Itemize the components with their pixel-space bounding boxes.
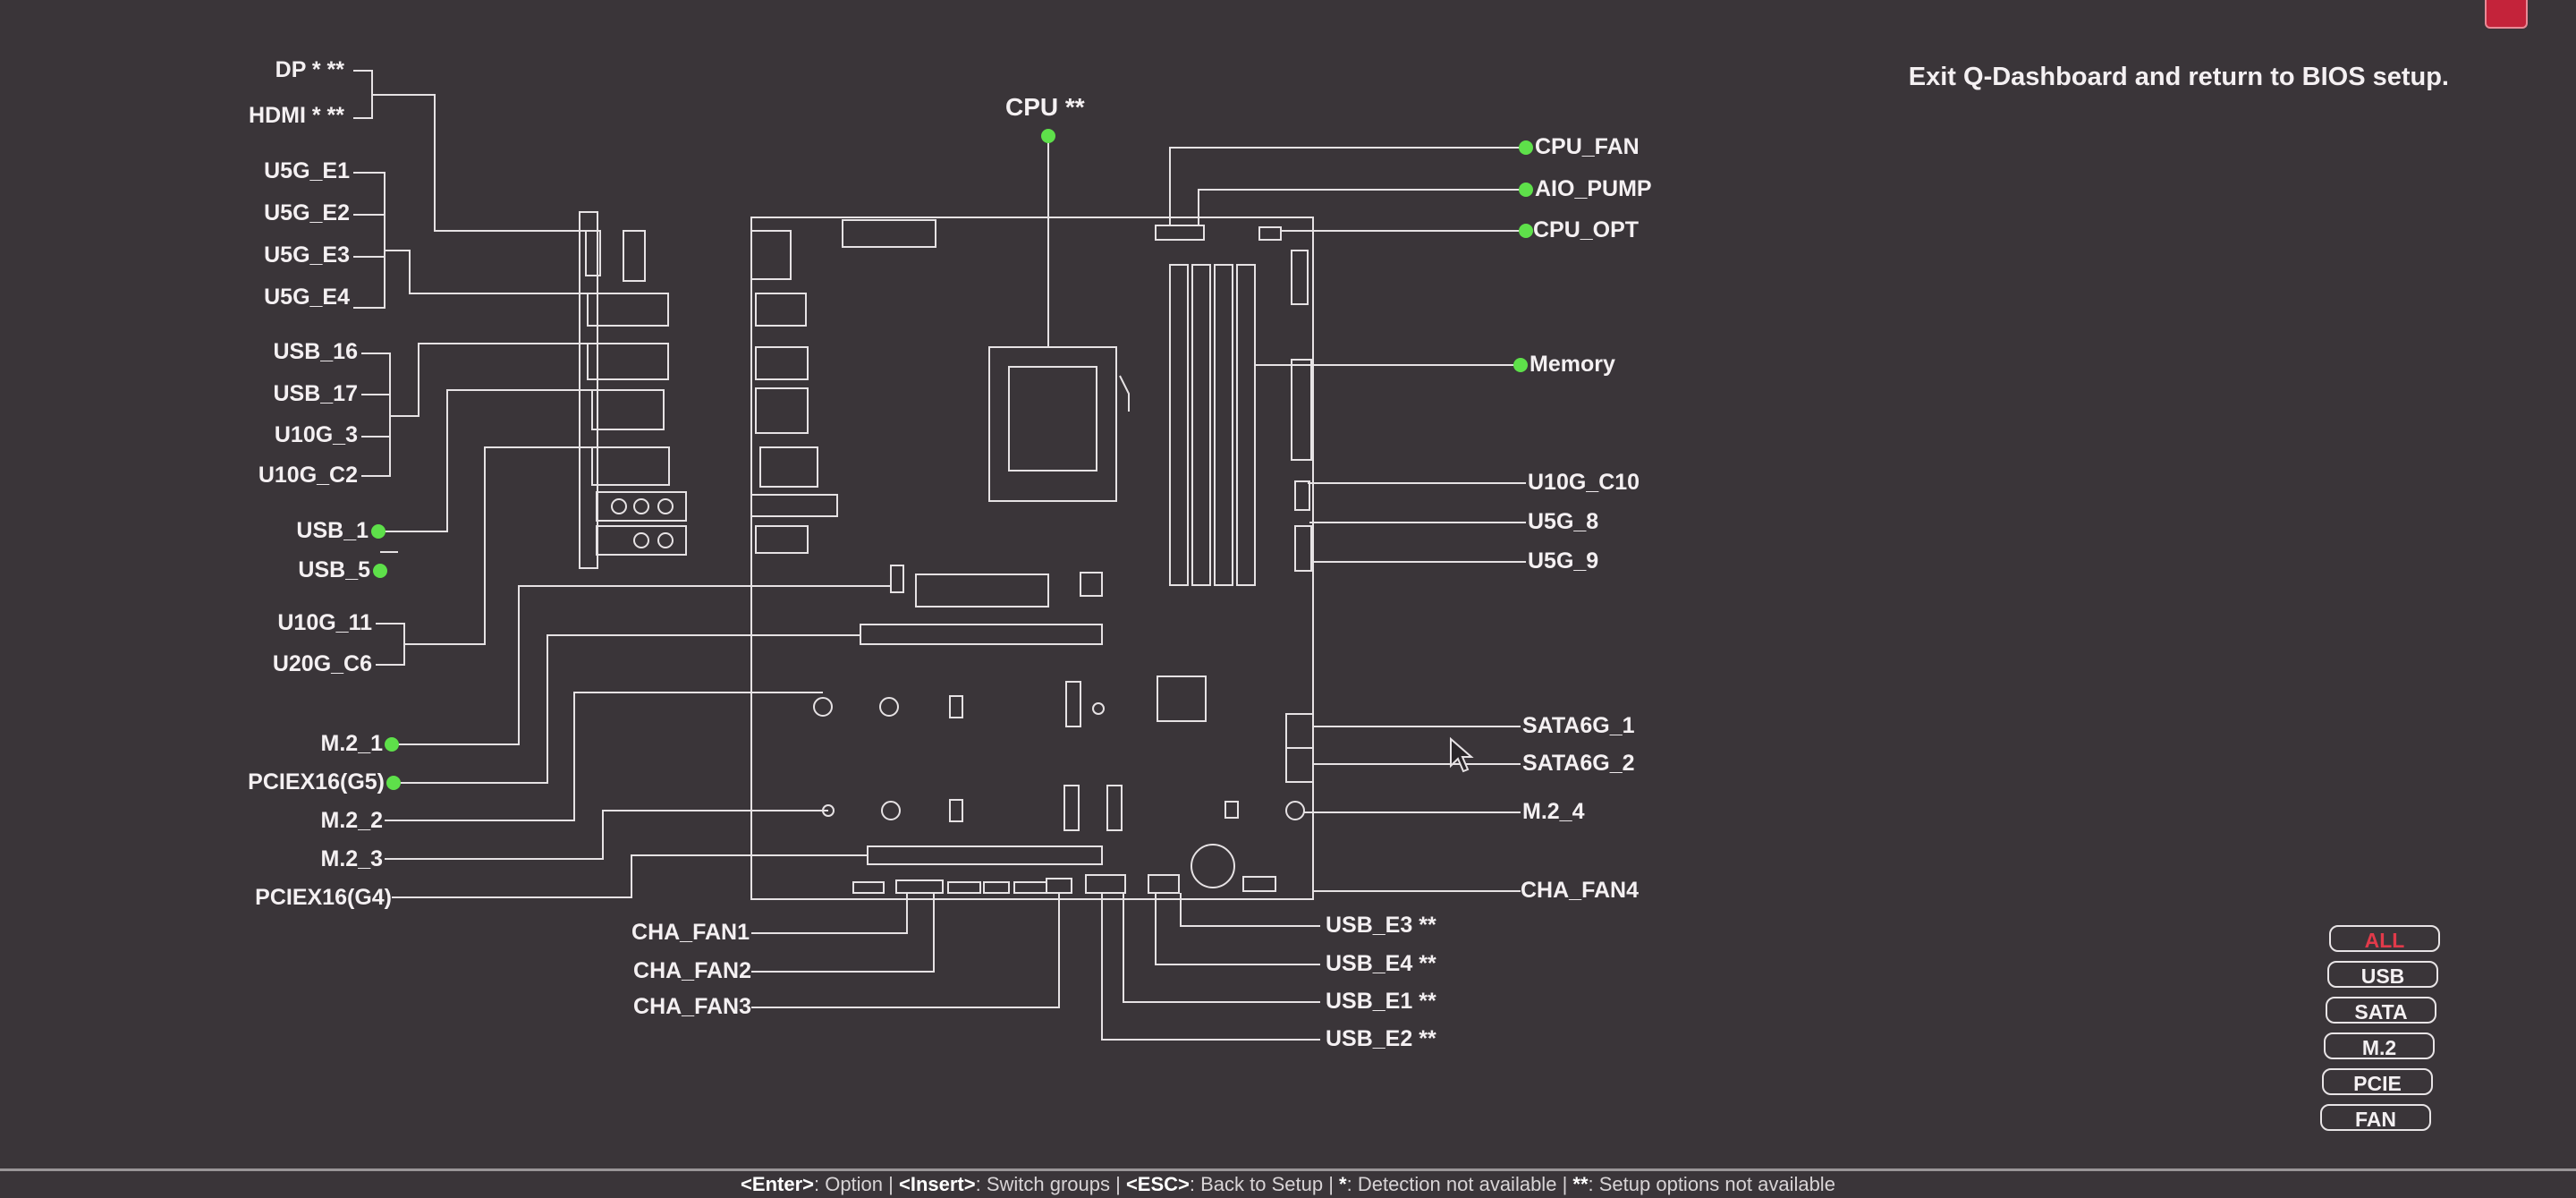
m2-1-status-dot [385, 737, 399, 752]
label-cpu-fan[interactable]: CPU_FAN [1535, 134, 1640, 159]
label-u5g-e4[interactable]: U5G_E4 [264, 285, 350, 310]
label-u5g-e1[interactable]: U5G_E1 [264, 158, 350, 183]
dimm-slot-b2 [1237, 265, 1255, 585]
aio-pump-status-dot [1519, 183, 1533, 197]
filter-sata-button[interactable]: SATA [2326, 997, 2436, 1024]
memory-status-dot [1513, 358, 1528, 372]
label-cha-fan3[interactable]: CHA_FAN3 [633, 994, 751, 1019]
label-aio-pump[interactable]: AIO_PUMP [1535, 176, 1652, 201]
dimm-slot-a2 [1192, 265, 1210, 585]
cpu-socket [989, 347, 1116, 501]
label-m2-1[interactable]: M.2_1 [320, 731, 383, 756]
label-sata6g-2[interactable]: SATA6G_2 [1522, 751, 1635, 776]
label-dp[interactable]: DP * ** [275, 57, 344, 82]
chipset [1157, 676, 1206, 721]
pciex16-g5-status-dot [386, 776, 401, 790]
label-usb-e4[interactable]: USB_E4 ** [1326, 951, 1436, 976]
label-u10g-3[interactable]: U10G_3 [274, 422, 358, 447]
label-u5g-e3[interactable]: U5G_E3 [264, 242, 350, 268]
key-insert: <Insert> [898, 1173, 976, 1195]
label-u5g-8[interactable]: U5G_8 [1528, 509, 1599, 534]
pciex16-g5-slot [860, 624, 1102, 644]
key-double-asterisk: ** [1572, 1173, 1589, 1195]
pciex16-g4-slot [868, 846, 1102, 864]
label-pciex16-g4[interactable]: PCIEX16(G4) [255, 885, 392, 910]
label-usb-16[interactable]: USB_16 [273, 339, 359, 364]
cmos-battery [1191, 845, 1234, 888]
label-memory[interactable]: Memory [1530, 352, 1615, 377]
label-usb-e3[interactable]: USB_E3 ** [1326, 913, 1436, 938]
label-usb-1[interactable]: USB_1 [296, 518, 369, 543]
label-cha-fan2[interactable]: CHA_FAN2 [633, 958, 751, 983]
cpu-opt-status-dot [1519, 224, 1533, 238]
key-enter: <Enter> [741, 1173, 814, 1195]
dimm-slot-a1 [1170, 265, 1188, 585]
label-u5g-9[interactable]: U5G_9 [1528, 548, 1599, 574]
label-m2-4[interactable]: M.2_4 [1522, 799, 1585, 824]
label-u5g-e2[interactable]: U5G_E2 [264, 200, 350, 225]
label-u10g-c2[interactable]: U10G_C2 [258, 463, 358, 488]
label-usb-17[interactable]: USB_17 [273, 381, 359, 406]
filter-m2-button[interactable]: M.2 [2324, 1032, 2435, 1059]
usb-5-status-dot [373, 564, 387, 578]
label-pciex16-g5[interactable]: PCIEX16(G5) [248, 769, 385, 794]
usb-1-status-dot [371, 524, 386, 539]
label-hdmi[interactable]: HDMI * ** [249, 103, 344, 128]
label-usb-5[interactable]: USB_5 [298, 557, 370, 582]
label-u20g-c6[interactable]: U20G_C6 [272, 651, 372, 676]
label-u10g-11[interactable]: U10G_11 [277, 610, 372, 635]
cpu-label[interactable]: CPU ** [1005, 93, 1085, 121]
separator: | [1328, 1173, 1340, 1195]
key-esc-desc: : Back to Setup [1189, 1173, 1324, 1195]
cpu-fan-status-dot [1519, 140, 1533, 155]
mouse-cursor-icon [1451, 739, 1471, 771]
key-enter-desc: : Option [813, 1173, 884, 1195]
filter-usb-button[interactable]: USB [2327, 961, 2438, 988]
label-cha-fan4[interactable]: CHA_FAN4 [1521, 878, 1639, 903]
key-insert-desc: : Switch groups [975, 1173, 1110, 1195]
exit-hint[interactable]: Exit Q-Dashboard and return to BIOS setu… [1908, 63, 2449, 91]
dimm-slot-b1 [1215, 265, 1233, 585]
key-asterisk: * [1339, 1173, 1347, 1195]
key-double-asterisk-desc: : Setup options not available [1588, 1173, 1835, 1195]
cpu-status-dot [1041, 129, 1055, 143]
close-button[interactable] [2485, 0, 2528, 29]
filter-pcie-button[interactable]: PCIE [2322, 1068, 2433, 1095]
key-asterisk-desc: : Detection not available [1346, 1173, 1557, 1195]
label-sata6g-1[interactable]: SATA6G_1 [1522, 713, 1635, 738]
label-cpu-opt[interactable]: CPU_OPT [1533, 217, 1640, 242]
label-usb-e1[interactable]: USB_E1 ** [1326, 989, 1436, 1014]
label-m2-3[interactable]: M.2_3 [320, 846, 383, 871]
filter-all-button[interactable]: ALL [2329, 925, 2440, 952]
separator: | [1115, 1173, 1126, 1195]
motherboard-outline [751, 217, 1313, 899]
label-usb-e2[interactable]: USB_E2 ** [1326, 1026, 1436, 1051]
filter-fan-button[interactable]: FAN [2320, 1104, 2431, 1131]
key-esc: <ESC> [1125, 1173, 1190, 1195]
separator: | [1562, 1173, 1573, 1195]
key-legend-bar: <Enter>: Option | <Insert>: Switch group… [0, 1168, 2576, 1195]
label-m2-2[interactable]: M.2_2 [320, 808, 383, 833]
separator: | [888, 1173, 899, 1195]
label-cha-fan1[interactable]: CHA_FAN1 [631, 920, 750, 945]
label-u10g-c10[interactable]: U10G_C10 [1528, 470, 1640, 495]
